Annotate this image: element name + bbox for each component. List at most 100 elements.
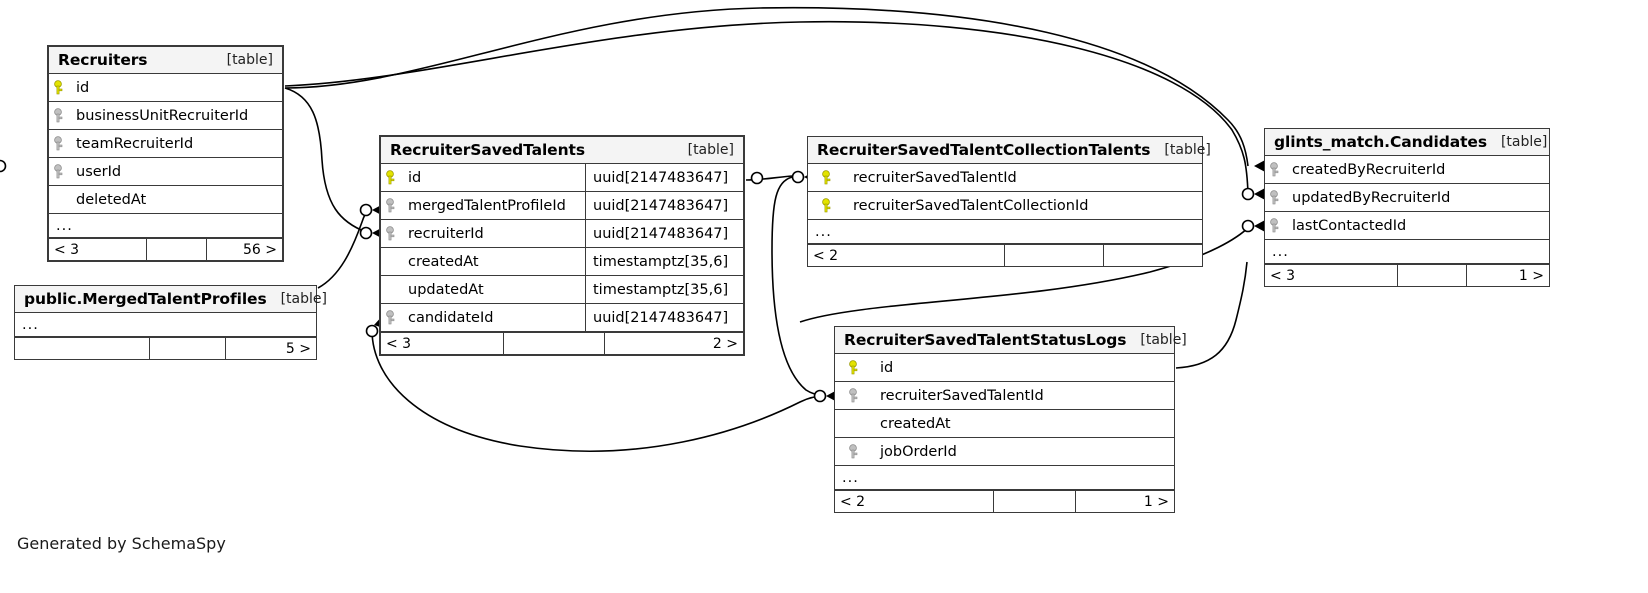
table-row[interactable]: userId: [49, 158, 282, 186]
key-slot-empty: [381, 248, 401, 275]
primary-key-icon: [835, 354, 873, 381]
table-row[interactable]: candidateId uuid[2147483647]: [381, 304, 743, 332]
column-name: id: [408, 169, 422, 186]
table-row[interactable]: createdAt timestamptz[35,6]: [381, 248, 743, 276]
footer-child-count[interactable]: 2 >: [712, 335, 738, 352]
footer-parent-count[interactable]: < 3: [49, 239, 147, 260]
foreign-key-icon: [49, 158, 69, 185]
table-row[interactable]: mergedTalentProfileId uuid[2147483647]: [381, 192, 743, 220]
foreign-key-icon: [381, 220, 401, 247]
primary-key-icon: [49, 74, 69, 101]
column-name: teamRecruiterId: [76, 135, 194, 152]
footer-child-count[interactable]: 5 >: [285, 340, 311, 357]
table-collection-talents[interactable]: RecruiterSavedTalentCollectionTalents [t…: [807, 136, 1211, 267]
table-header: Recruiters [table]: [49, 47, 282, 74]
more-columns-indicator: ...: [808, 220, 1202, 244]
table-row[interactable]: createdByRecruiterId: [1265, 156, 1549, 184]
table-title: Recruiters: [58, 51, 148, 69]
table-status-logs[interactable]: RecruiterSavedTalentStatusLogs [table] i…: [834, 326, 1187, 513]
footer-middle: [150, 338, 226, 359]
column-name: recruiterId: [408, 225, 484, 242]
table-type-tag: [table]: [1164, 142, 1211, 158]
column-type: uuid[2147483647]: [585, 304, 743, 331]
table-recruiters[interactable]: Recruiters [table] id businessUnitRecrui…: [47, 45, 284, 262]
table-footer: 5 >: [15, 337, 316, 359]
column-name: userId: [76, 163, 122, 180]
table-row[interactable]: deletedAt: [49, 186, 282, 214]
column-name: recruiterSavedTalentId: [853, 169, 1017, 186]
table-type-tag: [table]: [1140, 332, 1187, 348]
table-row[interactable]: id: [49, 74, 282, 102]
table-row[interactable]: teamRecruiterId: [49, 130, 282, 158]
table-row[interactable]: recruiterSavedTalentCollectionId: [808, 192, 1202, 220]
footer-middle: [147, 239, 208, 260]
column-name: recruiterSavedTalentCollectionId: [853, 197, 1089, 214]
edge-marker-saved-talents-id: [750, 171, 764, 185]
foreign-key-icon: [381, 304, 401, 331]
table-candidates[interactable]: glints_match.Candidates [table] createdB…: [1264, 128, 1550, 287]
key-slot-empty: [835, 410, 873, 437]
table-row[interactable]: businessUnitRecruiterId: [49, 102, 282, 130]
table-row[interactable]: updatedAt timestamptz[35,6]: [381, 276, 743, 304]
foreign-key-icon: [1265, 212, 1285, 239]
key-slot-empty: [381, 276, 401, 303]
table-type-tag: [table]: [226, 52, 273, 68]
table-footer: < 3 1 >: [1265, 264, 1549, 286]
column-type: timestamptz[35,6]: [585, 248, 743, 275]
footer-parent-count[interactable]: < 2: [835, 491, 995, 512]
more-columns-indicator: ...: [15, 313, 316, 337]
column-name: businessUnitRecruiterId: [76, 107, 249, 124]
table-row[interactable]: id: [835, 354, 1174, 382]
column-name: jobOrderId: [880, 443, 957, 460]
table-footer: < 2: [808, 244, 1202, 266]
primary-key-icon: [381, 164, 401, 191]
footer-parent-count[interactable]: < 3: [1265, 265, 1399, 286]
column-type: uuid[2147483647]: [585, 164, 743, 191]
footer-middle: [994, 491, 1076, 512]
footer-parent-count[interactable]: < 3: [381, 333, 505, 354]
footer-middle: [504, 333, 606, 354]
column-name: recruiterSavedTalentId: [880, 387, 1044, 404]
table-type-tag: [table]: [1500, 134, 1548, 150]
footer-child-count: [1104, 245, 1203, 266]
table-row[interactable]: updatedByRecruiterId: [1265, 184, 1549, 212]
table-row[interactable]: recruiterSavedTalentId: [835, 382, 1174, 410]
foreign-key-icon: [49, 102, 69, 129]
table-row[interactable]: id uuid[2147483647]: [381, 164, 743, 192]
table-title: RecruiterSavedTalentCollectionTalents: [817, 141, 1151, 159]
column-name: candidateId: [408, 309, 494, 326]
table-title: glints_match.Candidates: [1274, 133, 1487, 151]
column-name: updatedByRecruiterId: [1292, 189, 1451, 206]
footer-parent-count[interactable]: [15, 338, 151, 359]
footer-parent-count[interactable]: < 2: [808, 245, 1005, 266]
table-type-tag: [table]: [687, 142, 734, 158]
table-header: RecruiterSavedTalents [table]: [381, 137, 743, 164]
more-columns-indicator: ...: [1265, 240, 1549, 264]
table-row[interactable]: lastContactedId: [1265, 212, 1549, 240]
table-title: RecruiterSavedTalents: [390, 141, 585, 159]
column-name: deletedAt: [76, 191, 147, 208]
table-footer: < 2 1 >: [835, 490, 1174, 512]
footer-child-count[interactable]: 1 >: [1518, 267, 1544, 284]
table-recruiter-saved-talents[interactable]: RecruiterSavedTalents [table] id uuid[21…: [379, 135, 745, 356]
footer-child-count[interactable]: 1 >: [1143, 493, 1169, 510]
footer-middle: [1398, 265, 1467, 286]
footer-child-count[interactable]: 56 >: [242, 241, 277, 258]
column-type: timestamptz[35,6]: [585, 276, 743, 303]
table-title: public.MergedTalentProfiles: [24, 290, 267, 308]
more-columns-indicator: ...: [835, 466, 1174, 490]
primary-key-icon: [808, 164, 846, 191]
table-row[interactable]: jobOrderId: [835, 438, 1174, 466]
table-header: public.MergedTalentProfiles [table]: [15, 286, 327, 313]
table-footer: < 3 2 >: [381, 332, 743, 354]
table-row[interactable]: recruiterId uuid[2147483647]: [381, 220, 743, 248]
key-slot-empty: [49, 186, 69, 213]
column-name: id: [880, 359, 894, 376]
table-merged-talent-profiles[interactable]: public.MergedTalentProfiles [table] ... …: [14, 285, 327, 360]
table-type-tag: [table]: [280, 291, 327, 307]
table-row[interactable]: createdAt: [835, 410, 1174, 438]
column-name: mergedTalentProfileId: [408, 197, 566, 214]
generated-by-caption: Generated by SchemaSpy: [17, 534, 226, 553]
table-row[interactable]: recruiterSavedTalentId: [808, 164, 1202, 192]
column-name: createdAt: [880, 415, 951, 432]
